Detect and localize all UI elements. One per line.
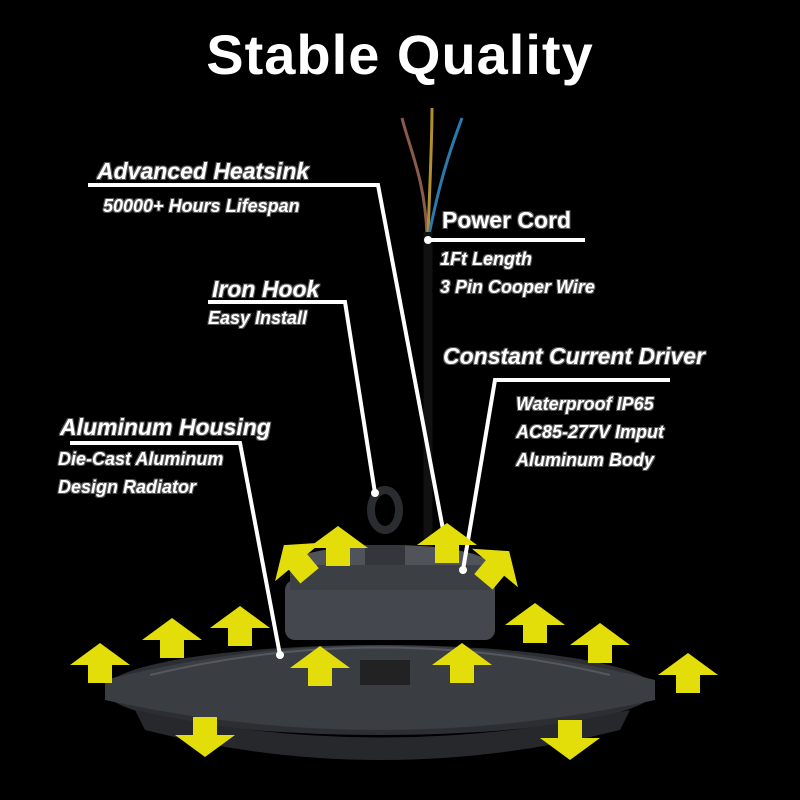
driver-detail-3: Aluminum Body (516, 450, 654, 470)
housing-detail-1: Die-Cast Aluminum (58, 449, 224, 469)
heat-arrow-up-icon (432, 643, 492, 683)
heatsink-heading: Advanced Heatsink (97, 158, 310, 184)
heat-arrow-up-icon (658, 653, 718, 693)
heat-arrow-up-icon (417, 523, 477, 563)
leader-lines (70, 183, 670, 656)
heat-arrows (70, 523, 718, 760)
heat-arrow-down-icon (540, 720, 600, 760)
heat-arrow-up-icon (472, 548, 518, 590)
housing-heading: Aluminum Housing (60, 414, 271, 440)
power-cord-wires (400, 107, 464, 560)
housing-detail-2: Design Radiator (58, 477, 197, 497)
driver-heading: Constant Current Driver (443, 343, 705, 369)
heat-arrow-up-icon (290, 646, 350, 686)
power-cord-heading: Power Cord (442, 207, 572, 233)
iron-hook-detail: Easy Install (208, 308, 308, 328)
driver-detail-2: AC85-277V Imput (516, 422, 665, 442)
heat-arrow-up-icon (275, 542, 321, 584)
heat-arrow-up-icon (570, 623, 630, 663)
heat-arrow-up-icon (70, 643, 130, 683)
page-title: Stable Quality (206, 23, 594, 86)
iron-hook-heading: Iron Hook (212, 276, 320, 302)
heatsink-detail: 50000+ Hours Lifespan (103, 196, 300, 216)
driver-detail-1: Waterproof IP65 (516, 394, 654, 414)
heat-arrow-up-icon (210, 606, 270, 646)
heat-arrow-down-icon (175, 717, 235, 757)
power-cord-detail-1: 1Ft Length (440, 249, 532, 269)
power-cord-detail-2: 3 Pin Cooper Wire (440, 277, 595, 297)
heat-arrow-up-icon (142, 618, 202, 658)
heat-arrow-up-icon (505, 603, 565, 643)
lamp-body (105, 486, 655, 760)
heat-arrow-up-icon (308, 526, 368, 566)
